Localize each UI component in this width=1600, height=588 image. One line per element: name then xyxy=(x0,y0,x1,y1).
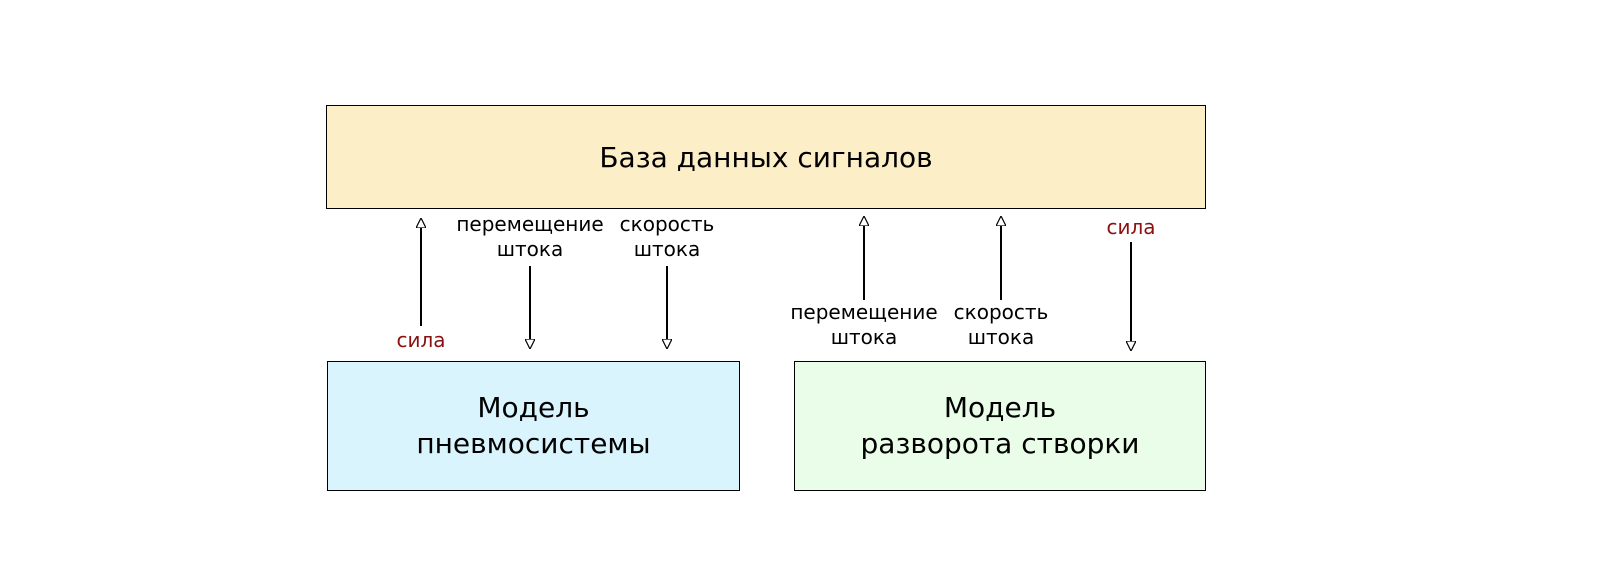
flap-rotation-model-title: Модель разворота створки xyxy=(860,391,1140,460)
flap-rotation-model-box: Модель разворота створки xyxy=(794,361,1206,491)
signal-database-title: База данных сигналов xyxy=(599,140,933,174)
signal-database-box: База данных сигналов xyxy=(326,105,1206,209)
pneumatic-system-model-title: Модель пневмосистемы xyxy=(416,391,651,460)
displacement-right-label: перемещение штока xyxy=(790,300,938,349)
speed-left-label: скорость штока xyxy=(619,212,715,261)
pneumatic-system-model-box: Модель пневмосистемы xyxy=(327,361,740,491)
force-right-label: сила xyxy=(1106,215,1156,239)
displacement-left-label: перемещение штока xyxy=(456,212,604,261)
speed-right-label: скорость штока xyxy=(953,300,1049,349)
force-left-label: сила xyxy=(396,328,446,352)
